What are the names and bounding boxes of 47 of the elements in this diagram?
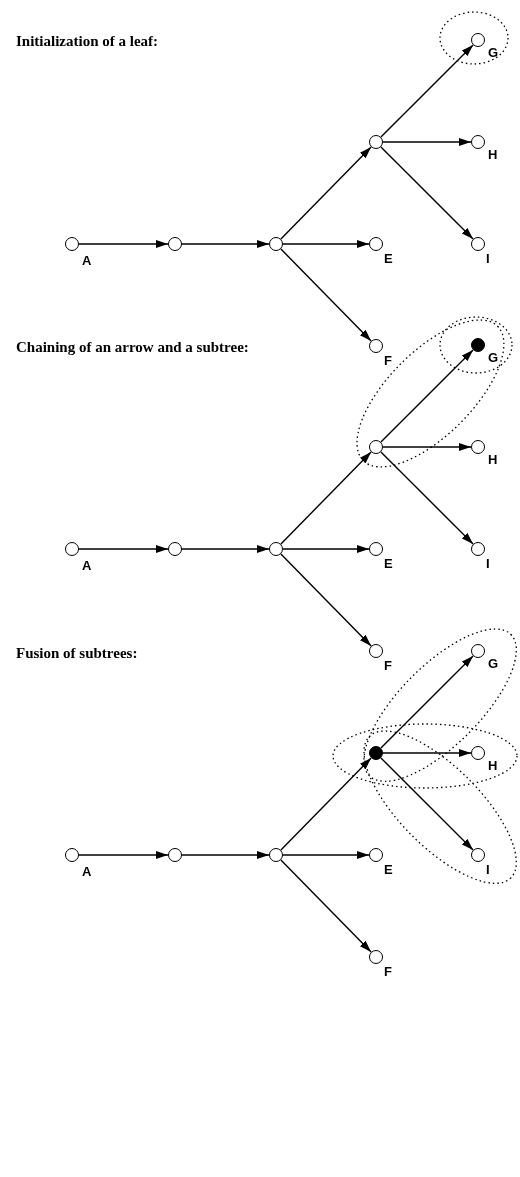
arrow: [280, 757, 372, 851]
node-letter: H: [488, 148, 498, 161]
arrow: [382, 138, 472, 146]
arrow: [282, 240, 370, 248]
node-letter: F: [384, 659, 392, 672]
node-letter: I: [486, 557, 490, 570]
node-letter: I: [486, 252, 490, 265]
arrow: [280, 146, 372, 240]
arrow: [181, 545, 270, 553]
arrow: [380, 349, 474, 443]
arrow: [282, 545, 370, 553]
node-letter: A: [82, 559, 92, 572]
arrow: [181, 851, 270, 859]
node-letter: A: [82, 254, 92, 267]
arrow: [78, 851, 169, 859]
node-letter: G: [488, 351, 499, 364]
node-letter: G: [488, 46, 499, 59]
node-letter: I: [486, 863, 490, 876]
arrow: [380, 451, 474, 545]
arrow: [282, 851, 370, 859]
panel-title: Chaining of an arrow and a subtree:: [16, 338, 249, 357]
node-letter: A: [82, 865, 92, 878]
node-letter: E: [384, 557, 393, 570]
arrow: [280, 248, 372, 342]
arrow: [382, 443, 472, 451]
arrow: [181, 240, 270, 248]
panel-title: Initialization of a leaf:: [16, 32, 159, 51]
dotted-ellipse: [440, 12, 508, 64]
node-letter: G: [488, 657, 499, 670]
arrow: [78, 545, 169, 553]
arrow: [280, 451, 372, 545]
panel-title: Fusion of subtrees:: [16, 644, 138, 663]
node-letter: F: [384, 354, 392, 367]
node-letter: E: [384, 863, 393, 876]
dotted-ellipse: [440, 317, 512, 373]
arrow: [380, 757, 474, 851]
arrow: [380, 655, 474, 749]
arrow: [382, 749, 472, 757]
arrow: [380, 44, 474, 138]
arrow: [380, 146, 474, 240]
arrow: [78, 240, 169, 248]
arrow: [280, 553, 372, 647]
node-letter: E: [384, 252, 393, 265]
node-letter: F: [384, 965, 392, 978]
arrow: [280, 859, 372, 953]
node-letter: H: [488, 759, 498, 772]
node-letter: H: [488, 453, 498, 466]
